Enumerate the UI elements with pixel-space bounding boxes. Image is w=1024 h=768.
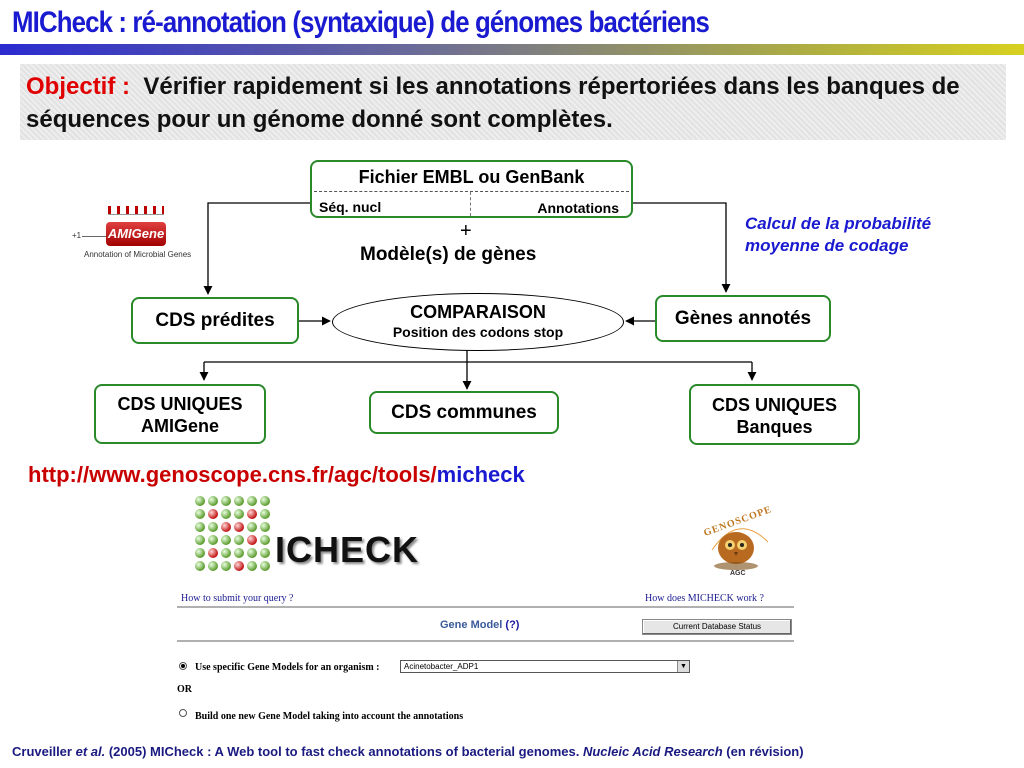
objective-label: Objectif : <box>26 73 131 100</box>
file-box-vdivider <box>470 192 471 216</box>
option1-radio[interactable] <box>179 662 187 670</box>
link-submit-query[interactable]: How to submit your query ? <box>181 593 294 604</box>
uniques-amigene-box: CDS UNIQUES AMIGene <box>94 384 266 444</box>
communes-box: CDS communes <box>369 391 559 434</box>
uniques-banques-line1: CDS UNIQUES <box>711 395 837 415</box>
title-underline-bar <box>0 44 1024 55</box>
select-arrow-icon[interactable]: ▼ <box>677 661 689 672</box>
organism-select[interactable]: Acinetobacter_ADP1 ▼ <box>400 660 690 673</box>
comparaison-subtitle: Position des codons stop <box>392 324 564 340</box>
arrow-file-to-genes-annotes <box>633 202 731 293</box>
cds-predites-box: CDS prédites <box>131 297 299 344</box>
citation-etal: et al. <box>75 744 106 759</box>
calc-note: Calcul de la probabilité moyenne de coda… <box>745 214 932 255</box>
genoscope-logo-sub: AGC <box>730 570 746 577</box>
file-box-divider <box>314 191 629 192</box>
plus-sign: + <box>460 220 472 242</box>
citation-body: (2005) MICheck : A Web tool to fast chec… <box>105 744 583 759</box>
gene-model-help-link[interactable]: (?) <box>505 619 520 631</box>
file-box-annot-label: Annotations <box>537 200 619 216</box>
uniques-banques-line2: Banques <box>736 417 813 437</box>
micheck-logo-text: ICHECK <box>275 529 420 570</box>
gene-model-label: Modèle(s) de gènes <box>360 244 537 265</box>
gene-model-label: Gene Model <box>440 619 503 631</box>
genoscope-logo: GENOSCOPE AGC <box>692 504 784 580</box>
tool-url-base[interactable]: http://www.genoscope.cns.fr/agc/tools/ <box>28 462 437 487</box>
amigene-mark: +1 <box>72 231 82 240</box>
genoscope-owl-icon <box>711 528 769 570</box>
citation-journal: Nucleic Acid Research <box>582 744 723 759</box>
option1-radio-dot <box>181 664 185 668</box>
amigene-top-ticks <box>108 206 164 215</box>
tool-url[interactable]: http://www.genoscope.cns.fr/agc/tools/mi… <box>28 462 525 488</box>
amigene-badge: AMIGene <box>106 222 166 246</box>
gene-model-heading: Gene Model (?) <box>440 619 519 631</box>
link-how-micheck-works[interactable]: How does MICHECK work ? <box>645 593 764 604</box>
or-label: OR <box>177 684 192 695</box>
form-top-rule <box>177 606 794 608</box>
amigene-caption: Annotation of Microbial Genes <box>84 250 192 259</box>
option2-label: Build one new Gene Model taking into acc… <box>195 711 464 722</box>
slide-title: MICheck : ré-annotation (syntaxique) de … <box>12 6 710 39</box>
uniques-amigene-line1: CDS UNIQUES <box>117 394 243 414</box>
form-mid-rule <box>177 640 794 642</box>
organism-select-value: Acinetobacter_ADP1 <box>404 662 479 671</box>
tool-url-tail[interactable]: micheck <box>436 462 525 487</box>
micheck-logo: ICHECK <box>193 495 433 577</box>
objective-panel: Objectif : Vérifier rapidement si les an… <box>20 64 1006 140</box>
file-box-seq-label: Séq. nucl <box>319 199 382 215</box>
amigene-logo: +1 AMIGene Annotation of Microbial Genes <box>68 206 198 262</box>
file-box-title: Fichier EMBL ou GenBank <box>358 167 585 187</box>
citation: Cruveiller et al. (2005) MICheck : A Web… <box>12 744 804 759</box>
uniques-amigene-line2: AMIGene <box>140 416 219 436</box>
amigene-mark-line <box>82 236 106 237</box>
objective-text: Vérifier rapidement si les annotations r… <box>26 73 960 133</box>
objective-paragraph: Objectif : Vérifier rapidement si les an… <box>26 70 1006 136</box>
micheck-dot-grid-icon <box>195 496 270 571</box>
citation-authors: Cruveiller <box>12 744 76 759</box>
option1-label: Use specific Gene Models for an organism… <box>195 662 380 673</box>
comparaison-title: COMPARAISON <box>410 302 546 322</box>
uniques-banques-box: CDS UNIQUES Banques <box>689 384 860 445</box>
arrow-file-to-cds-predites <box>203 202 310 295</box>
current-db-status-button[interactable]: Current Database Status <box>642 619 792 635</box>
file-box: Fichier EMBL ou GenBank Séq. nucl Annota… <box>310 160 633 218</box>
genes-annotes-box: Gènes annotés <box>655 295 831 342</box>
comparaison-ellipse: COMPARAISON Position des codons stop <box>332 293 624 351</box>
option2-radio[interactable] <box>179 709 187 717</box>
citation-status: (en révision) <box>722 744 804 759</box>
